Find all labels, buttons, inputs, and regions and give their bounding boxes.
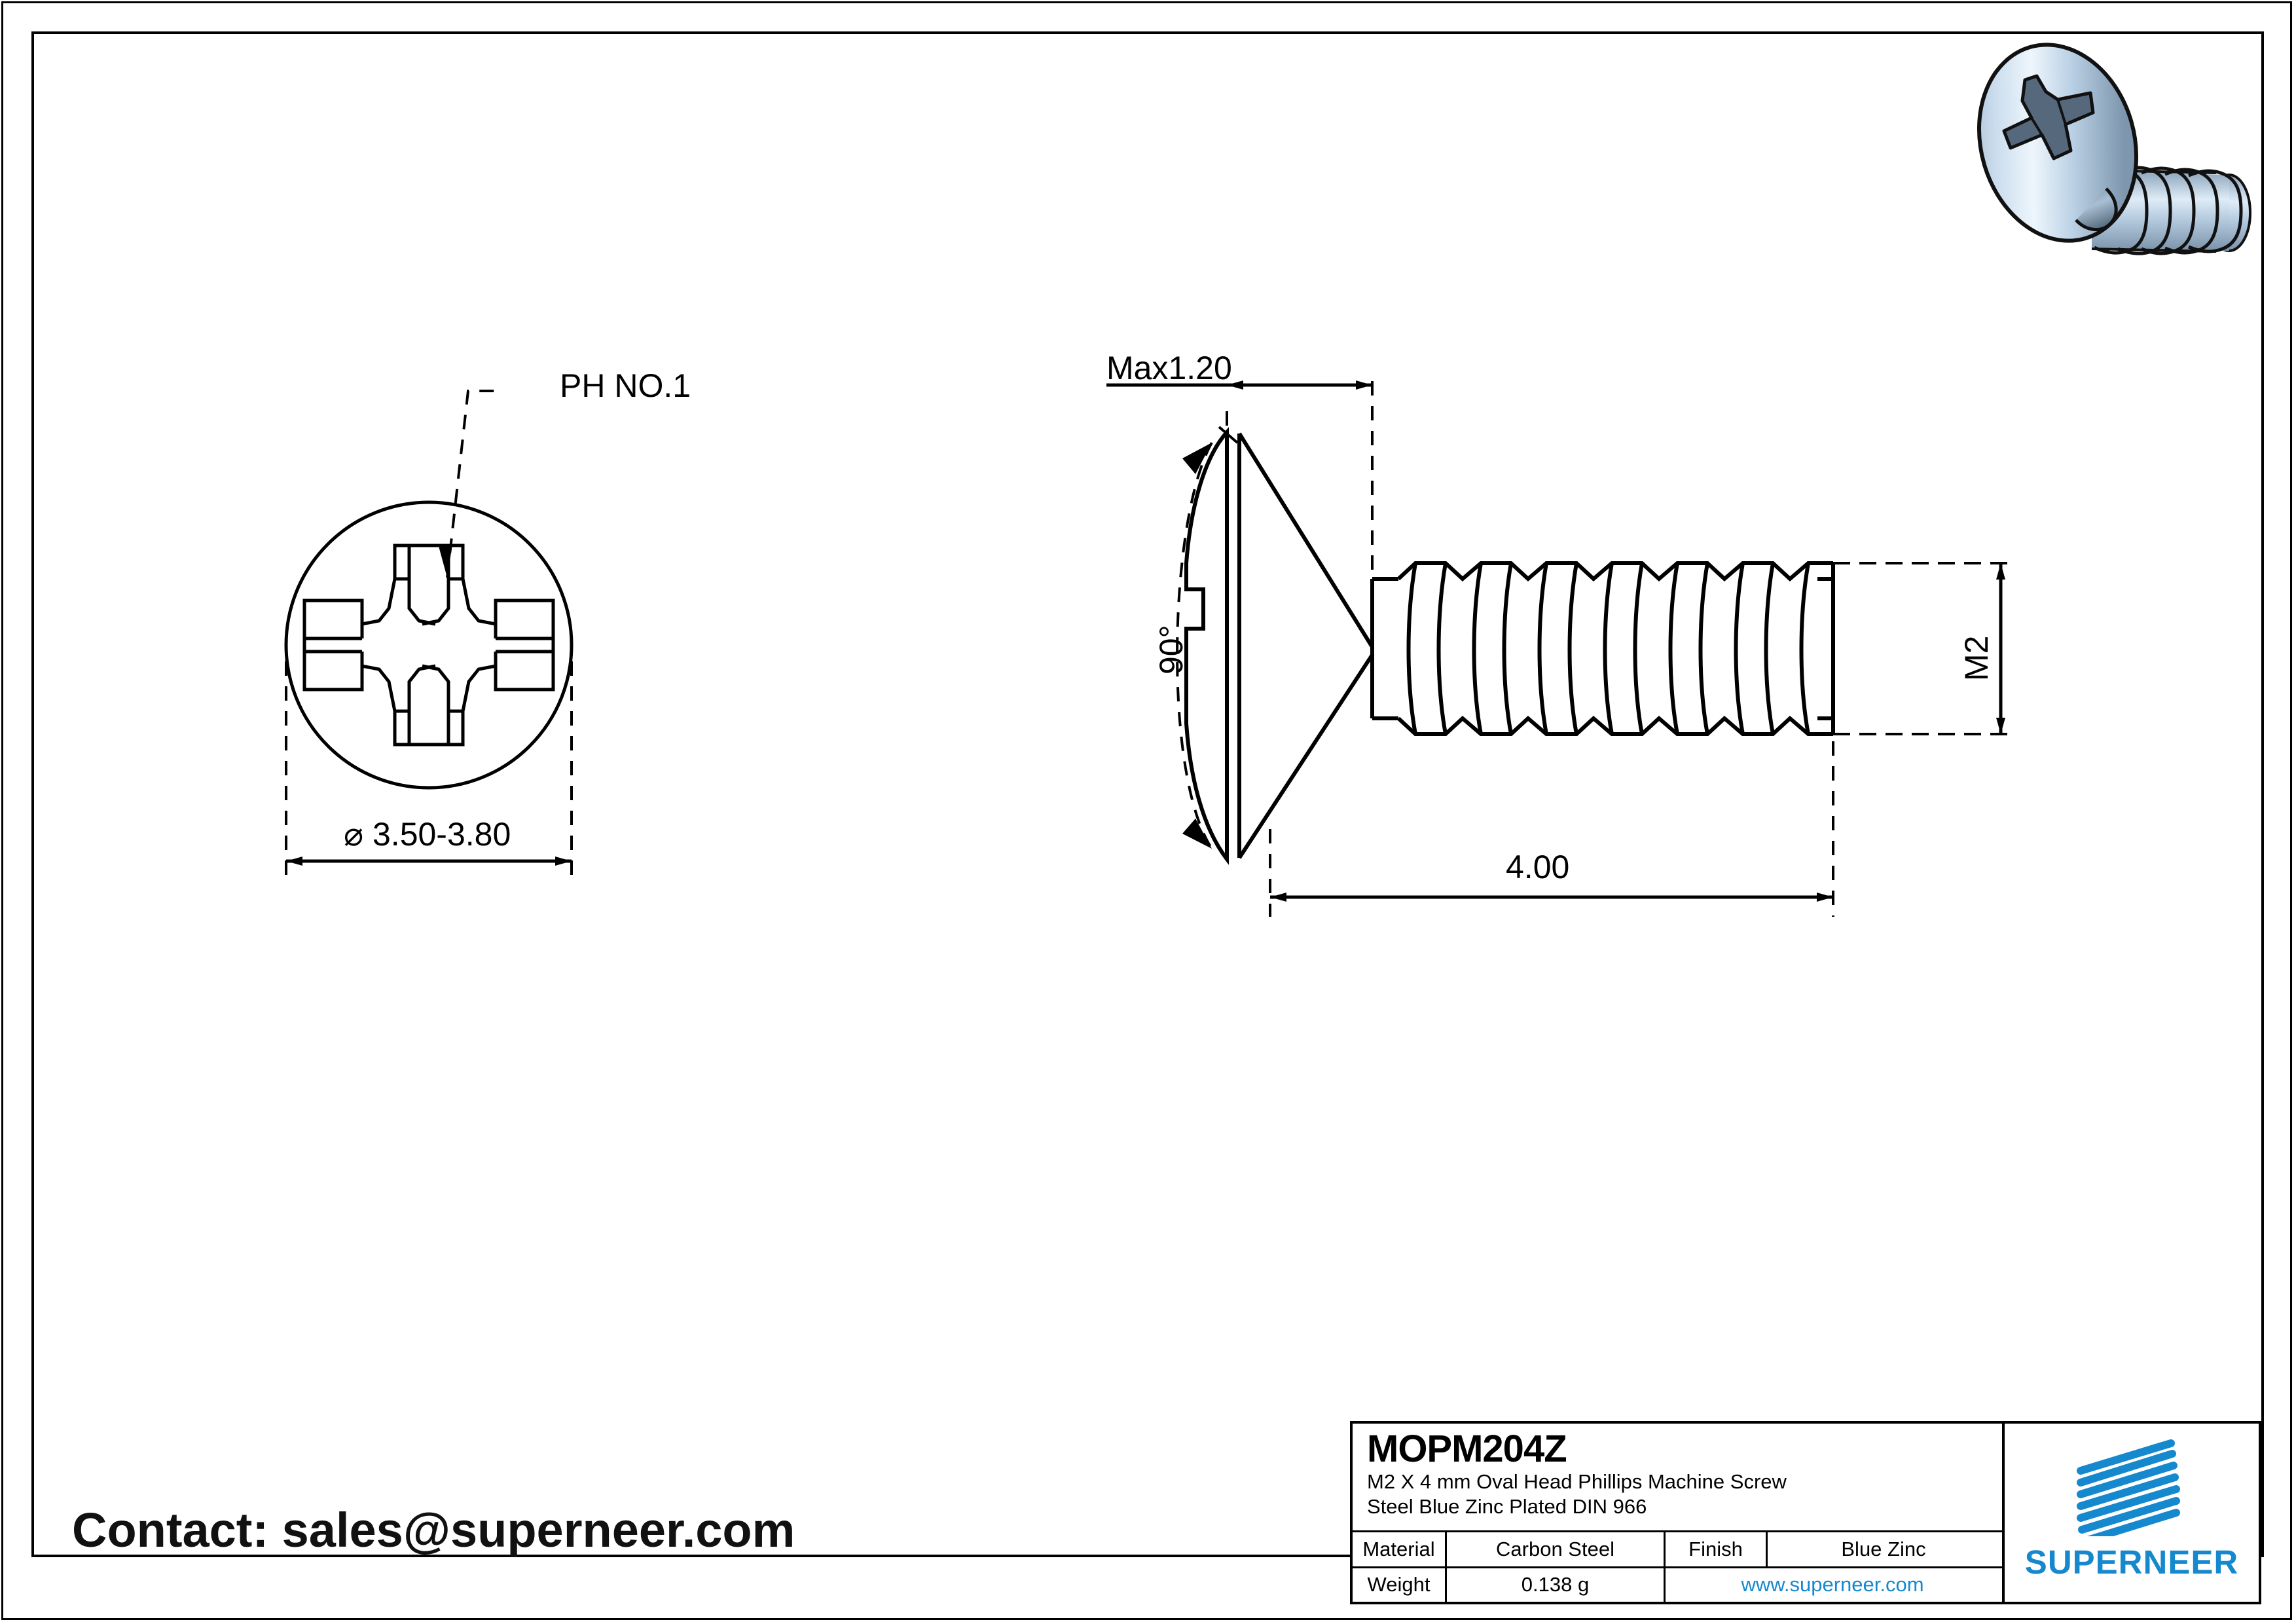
head-diameter-label: ⌀ 3.50-3.80 <box>344 816 511 853</box>
material-label: Material <box>1353 1532 1447 1566</box>
title-block-left: MOPM204Z M2 X 4 mm Oval Head Phillips Ma… <box>1353 1424 2005 1602</box>
ph-number-label: PH NO.1 <box>560 367 691 404</box>
website-link[interactable]: www.superneer.com <box>1741 1573 1924 1596</box>
overall-length-label: 4.00 <box>1506 849 1570 885</box>
title-block-row-weight: Weight 0.138 g www.superneer.com <box>1353 1568 2002 1602</box>
render-phillips-cross <box>2002 74 2095 160</box>
finish-label: Finish <box>1666 1532 1768 1566</box>
title-block: MOPM204Z M2 X 4 mm Oval Head Phillips Ma… <box>1350 1421 2261 1604</box>
description-line-1: M2 X 4 mm Oval Head Phillips Machine Scr… <box>1367 1470 1787 1493</box>
head-height-label: Max1.20 <box>1106 350 1232 386</box>
weight-label: Weight <box>1353 1568 1447 1602</box>
title-block-description: MOPM204Z M2 X 4 mm Oval Head Phillips Ma… <box>1353 1424 2002 1532</box>
thread-size-label: M2 <box>1958 635 1995 681</box>
part-number: MOPM204Z <box>1367 1428 1567 1470</box>
sheet-inner-frame <box>31 31 2264 1557</box>
description-line-2: Steel Blue Zinc Plated DIN 966 <box>1367 1495 1647 1518</box>
title-block-row-material: Material Carbon Steel Finish Blue Zinc <box>1353 1532 2002 1568</box>
head-angle-label: 90° <box>1153 625 1190 674</box>
superneer-logo-icon <box>2077 1439 2180 1536</box>
contact-text: Contact: sales@superneer.com <box>72 1503 795 1557</box>
material-value: Carbon Steel <box>1447 1532 1666 1566</box>
title-block-logo-area: SUPERNEER <box>2005 1424 2259 1602</box>
weight-value: 0.138 g <box>1447 1568 1666 1602</box>
finish-value: Blue Zinc <box>1841 1537 1926 1560</box>
render-oval-head <box>1977 43 2139 243</box>
screw-3d-render <box>1977 43 2251 255</box>
brand-wordmark: SUPERNEER <box>2024 1543 2239 1581</box>
